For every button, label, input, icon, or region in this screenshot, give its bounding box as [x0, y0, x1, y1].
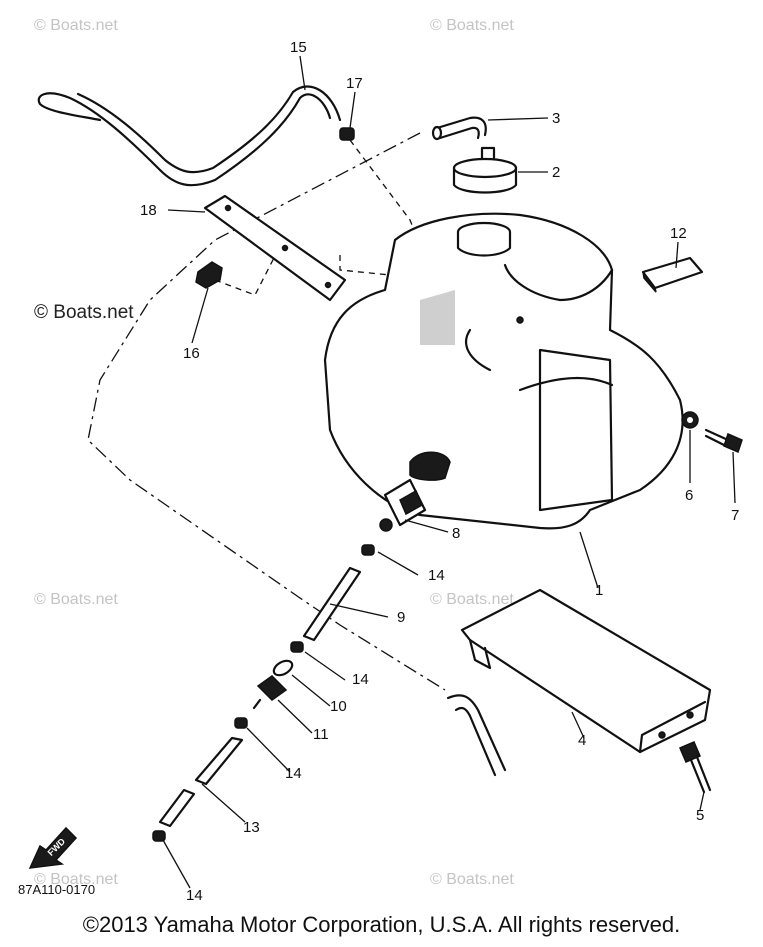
callout-1: 1	[595, 582, 603, 599]
assembly-line	[339, 255, 391, 276]
hose-clip-14	[152, 830, 166, 842]
callout-4: 4	[578, 732, 586, 749]
callout-14: 14	[352, 671, 369, 688]
watermark: © Boats.net	[34, 591, 118, 608]
callout-12: 12	[670, 225, 687, 242]
watermark: © Boats.net	[34, 17, 118, 34]
vent-hose-15	[37, 85, 342, 187]
callout-10: 10	[330, 698, 347, 715]
callout-7: 7	[731, 507, 739, 524]
callout-14: 14	[428, 567, 445, 584]
callout-11: 11	[313, 726, 329, 743]
callout-14: 14	[285, 765, 302, 782]
callout-17: 17	[346, 75, 363, 92]
callout-6: 6	[685, 487, 693, 504]
callout-14: 14	[186, 887, 203, 904]
bracket-18	[203, 194, 347, 302]
diagram-code: 87A110-0170	[18, 882, 95, 897]
breather-hose-3	[431, 116, 487, 141]
watermark: © Boats.net	[430, 17, 514, 34]
callout-3: 3	[552, 110, 560, 127]
assembly-line	[214, 249, 279, 296]
bolt-7	[704, 428, 743, 454]
clamp-16	[195, 261, 223, 289]
watermark: © Boats.net	[430, 591, 514, 608]
assembly-line	[349, 139, 419, 241]
callout-2: 2	[552, 164, 560, 181]
fwd-arrow-icon: FWD	[28, 826, 78, 869]
fuel-cap-2	[452, 146, 518, 194]
bracket-4	[460, 588, 712, 754]
overflow-hose	[446, 694, 507, 777]
parts-diagram: © Boats.net © Boats.net © Boats.net © Bo…	[18, 17, 743, 904]
watermark: © Boats.net	[34, 871, 118, 888]
bolt-5	[679, 741, 712, 794]
fuel-cock-11	[252, 675, 288, 710]
hose-clip-14	[361, 544, 375, 556]
hose-clip-14	[290, 641, 304, 653]
callout-18: 18	[140, 202, 157, 219]
fuel-tank-1	[323, 212, 684, 530]
grommet-6	[681, 411, 699, 429]
watermark: © Boats.net	[34, 302, 134, 323]
clip-17	[339, 127, 355, 141]
callout-15: 15	[290, 39, 307, 56]
callout-5: 5	[696, 807, 704, 824]
callout-9: 9	[397, 609, 405, 626]
callout-16: 16	[183, 345, 200, 362]
pad-12	[641, 256, 704, 293]
strainer-8	[379, 478, 427, 532]
hose-13	[158, 736, 244, 828]
copyright-notice: ©2013 Yamaha Motor Corporation, U.S.A. A…	[82, 912, 681, 937]
washer-10	[272, 659, 294, 677]
callout-13: 13	[243, 819, 260, 836]
leader-lines	[162, 55, 736, 889]
callout-8: 8	[452, 525, 460, 542]
hose-clip-14	[234, 717, 248, 729]
watermark: © Boats.net	[430, 871, 514, 888]
